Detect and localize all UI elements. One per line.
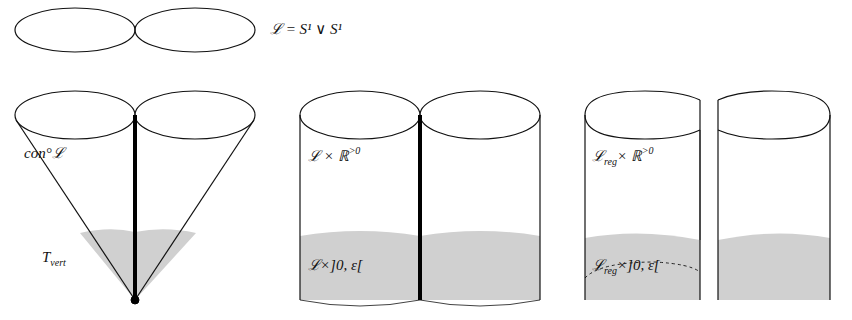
label-text: con°ℒ (24, 145, 64, 161)
label-text: ℒ×]0, ε[ (308, 257, 363, 273)
superscript: >0 (642, 145, 654, 156)
label-text: ℒ × ℝ (308, 148, 349, 164)
math-label: ℒreg× ℝ>0 (592, 146, 654, 167)
label-text: ×]0, ε[ (617, 257, 660, 273)
vertical-stratum (131, 115, 420, 304)
math-label: ℒ×]0, ε[ (308, 258, 363, 273)
math-label: con°ℒ (24, 146, 64, 161)
label-text: ℒ (592, 148, 604, 164)
subscript: vert (50, 257, 66, 268)
label-text: ℒ = S¹ ∨ S¹ (270, 21, 342, 37)
label-text: × ℝ (617, 148, 642, 164)
math-label: ℒ = S¹ ∨ S¹ (270, 22, 342, 37)
superscript: >0 (349, 145, 361, 156)
subscript: reg (604, 265, 617, 276)
subscript: reg (604, 156, 617, 167)
math-label: ℒ × ℝ>0 (308, 146, 360, 164)
math-label: Tvert (42, 250, 66, 268)
label-text: ℒ (592, 257, 604, 273)
label-text: T (42, 249, 50, 265)
math-label: ℒreg×]0, ε[ (592, 258, 660, 276)
line-drawing (15, 8, 830, 306)
